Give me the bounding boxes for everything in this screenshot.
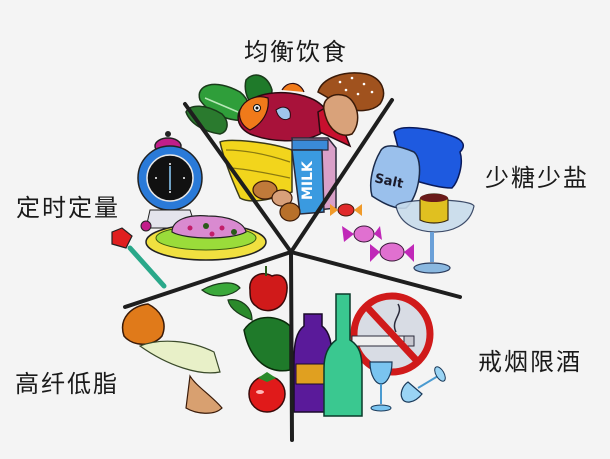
label-quit-smoking-limit-alcohol: 戒烟限酒 (478, 348, 582, 376)
lettuce-icon (140, 341, 223, 414)
tipped-glass-icon (400, 366, 446, 403)
bread-icon (317, 72, 385, 136)
wine-glass-icon (369, 361, 393, 412)
divider-upper-left (183, 102, 293, 254)
candies-icon (330, 203, 414, 262)
potatoes-icon (252, 180, 301, 222)
divider-bottom (289, 250, 294, 442)
divider-left (123, 250, 293, 309)
milk-label: MILK (300, 160, 316, 200)
milk-carton-icon: MILK (291, 137, 337, 215)
alarm-clock-icon (137, 131, 203, 232)
divider-right (289, 250, 462, 299)
section-dividers (123, 98, 462, 442)
divider-upper-right (289, 98, 394, 254)
salt-bag-icon: Salt (369, 145, 421, 209)
label-less-sugar-salt: 少糖少盐 (485, 164, 589, 192)
onion-icon (121, 303, 165, 345)
pudding-cup-icon (395, 193, 475, 274)
right-food-group: Salt (330, 126, 475, 274)
bottom-right-group (293, 292, 446, 417)
noodle-dish-icon (145, 215, 267, 261)
bottom-left-food-group (121, 266, 291, 414)
left-food-group (111, 131, 267, 289)
pea-pods-icon (200, 282, 253, 321)
no-smoking-sign-icon (350, 292, 434, 376)
spinach-icon (243, 316, 291, 372)
label-balanced-diet: 均衡饮食 (244, 38, 348, 66)
salt-label: Salt (373, 171, 404, 192)
tomato-icon (248, 372, 286, 413)
label-high-fiber-low-fat: 高纤低脂 (15, 370, 119, 398)
top-food-group: MILK (185, 72, 385, 222)
green-bottle-icon (323, 293, 363, 417)
apple-icon (249, 266, 288, 312)
fork-icon (111, 227, 167, 289)
label-regular-meals: 定时定量 (16, 194, 120, 222)
wine-bottle-icon (293, 313, 333, 413)
